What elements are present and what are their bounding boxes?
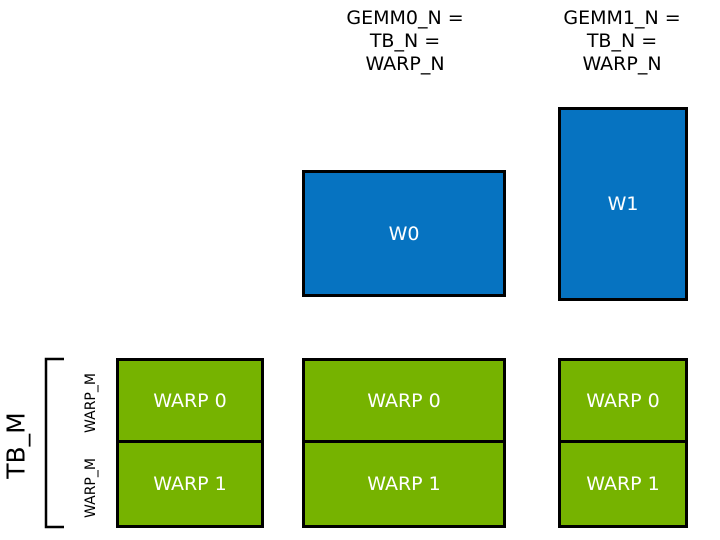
caption-gemm0-n: GEMM0_N = TB_N = WARP_N: [346, 7, 464, 75]
blue-tile-w0-label: W0: [388, 222, 420, 245]
blue-tile-w1: W1: [558, 107, 688, 301]
tb-m-bracket: [42, 357, 64, 529]
green-cell-warp-0: WARP 0: [305, 361, 503, 443]
green-cell-warp-1: WARP 1: [305, 443, 503, 525]
green-column-2: WARP 0 WARP 1: [558, 358, 688, 528]
axis-label-warp-m-top: WARP_M: [83, 373, 99, 433]
blue-tile-w0: W0: [302, 170, 506, 297]
green-column-1: WARP 0 WARP 1: [302, 358, 506, 528]
green-cell-warp-1: WARP 1: [561, 443, 685, 525]
green-cell-warp-0: WARP 0: [119, 361, 261, 443]
bracket-icon: [44, 357, 64, 529]
green-cell-warp-1: WARP 1: [119, 443, 261, 525]
green-column-0: WARP 0 WARP 1: [116, 358, 264, 528]
caption-gemm1-n: GEMM1_N = TB_N = WARP_N: [563, 7, 681, 75]
green-cell-warp-0: WARP 0: [561, 361, 685, 443]
axis-label-warp-m-bottom: WARP_M: [83, 458, 99, 518]
axis-label-tb-m: TB_M: [1, 412, 31, 479]
blue-tile-w1-label: W1: [607, 193, 639, 215]
